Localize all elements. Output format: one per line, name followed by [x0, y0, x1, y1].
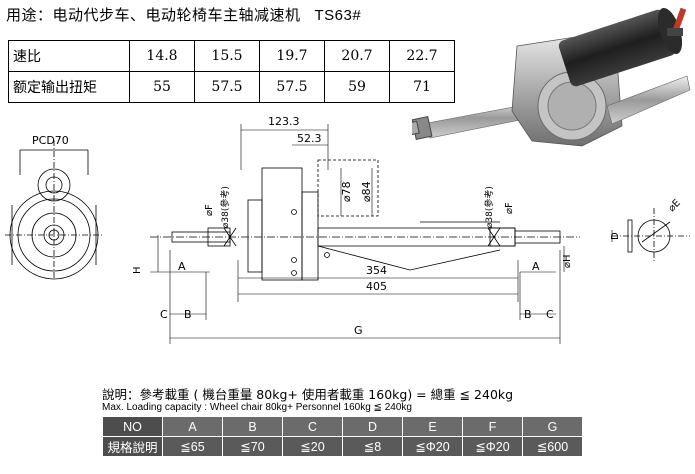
torque-row-label: 额定输出扭矩: [8, 71, 130, 103]
dim-405: 405: [366, 280, 387, 293]
spec-header-row: NO A B C D E F G: [102, 416, 583, 437]
spec-header-cell: D: [342, 416, 403, 437]
spec-header-cell: NO: [102, 416, 163, 437]
ratio-row-label: 速比: [8, 40, 130, 72]
label-c-right: C: [546, 308, 554, 321]
phi-84-label: ⌀84: [360, 181, 373, 202]
technical-drawing: PCD70 123.3 52.3 ⌀78 ⌀84 ⌀F ⌀38(參考) ⌀38(…: [5, 115, 690, 344]
phi-e-label: ⌀E: [666, 198, 683, 215]
torque-cell: 59: [324, 71, 390, 103]
dimension-lines: [150, 124, 613, 344]
label-b-left: B: [184, 308, 192, 321]
phi-f-right: ⌀F: [504, 202, 515, 214]
pcd-label: PCD70: [32, 134, 69, 147]
torque-cell: 57.5: [259, 71, 325, 103]
title-text: 用途：电动代步车、电动轮椅车主轴减速机: [6, 6, 301, 24]
load-note-cn: 說明：參考載重 ( 機台重量 80kg+ 使用者載重 160kg) = 總重 ≦…: [102, 387, 514, 402]
spec-value-cell: ≦20: [282, 436, 343, 457]
spec-value-cell: ≦70: [222, 436, 283, 457]
ratio-cell: 22.7: [389, 40, 455, 72]
torque-row: 额定输出扭矩 55 57.5 57.5 59 71: [8, 71, 455, 103]
spec-header-cell: C: [282, 416, 343, 437]
label-a-right: A: [532, 260, 540, 273]
torque-cell: 71: [389, 71, 455, 103]
phi-38-right: ⌀38(參考): [483, 186, 495, 228]
spec-value-cell: 規格說明: [102, 436, 163, 457]
spec-header-cell: E: [402, 416, 463, 437]
side-view: [150, 159, 580, 281]
label-a-left: A: [178, 260, 186, 273]
label-d: D: [610, 232, 621, 240]
label-c-left: C: [160, 308, 168, 321]
spec-table: NO A B C D E F G 規格說明 ≦65 ≦70 ≦20 ≦8 ≦Φ2…: [102, 416, 583, 457]
phi-38-left: ⌀38(參考): [219, 186, 231, 228]
page-title: 用途：电动代步车、电动轮椅车主轴减速机 TS63#: [6, 4, 361, 25]
spec-value-cell: ≦Φ20: [462, 436, 523, 457]
spec-value-cell: ≦Φ20: [402, 436, 463, 457]
ratio-cell: 19.7: [259, 40, 325, 72]
phi-f-left: ⌀F: [204, 204, 215, 216]
label-g: G: [354, 324, 363, 337]
model-number: TS63#: [314, 7, 362, 24]
ratio-cell: 14.8: [129, 40, 195, 72]
torque-cell: 55: [129, 71, 195, 103]
ratio-row: 速比 14.8 15.5 19.7 20.7 22.7: [8, 40, 455, 72]
spec-header-cell: F: [462, 416, 523, 437]
end-view-left: [5, 140, 103, 280]
spec-value-row: 規格說明 ≦65 ≦70 ≦20 ≦8 ≦Φ20 ≦Φ20 ≦600: [102, 436, 583, 457]
spec-value-cell: ≦8: [342, 436, 403, 457]
label-b-right: B: [524, 308, 532, 321]
ratio-cell: 15.5: [194, 40, 260, 72]
spec-header-cell: G: [522, 416, 583, 437]
spec-header-cell: A: [162, 416, 223, 437]
dim-354: 354: [366, 264, 387, 277]
phi-78-label: ⌀78: [340, 181, 353, 202]
torque-cell: 57.5: [194, 71, 260, 103]
spec-header-cell: B: [222, 416, 283, 437]
dim-52-3: 52.3: [297, 132, 322, 145]
ratio-torque-table: 速比 14.8 15.5 19.7 20.7 22.7 额定输出扭矩 55 57…: [8, 40, 455, 103]
ratio-cell: 20.7: [324, 40, 390, 72]
load-note-en: Max. Loading capacity : Wheel chair 80kg…: [102, 402, 412, 413]
spec-value-cell: ≦65: [162, 436, 223, 457]
end-section-right: [612, 208, 690, 262]
label-h: H: [132, 266, 143, 274]
dim-123-3: 123.3: [268, 115, 300, 128]
phi-h-label: ⌀H: [562, 254, 573, 268]
product-photo: [412, 7, 691, 147]
spec-value-cell: ≦600: [522, 436, 583, 457]
